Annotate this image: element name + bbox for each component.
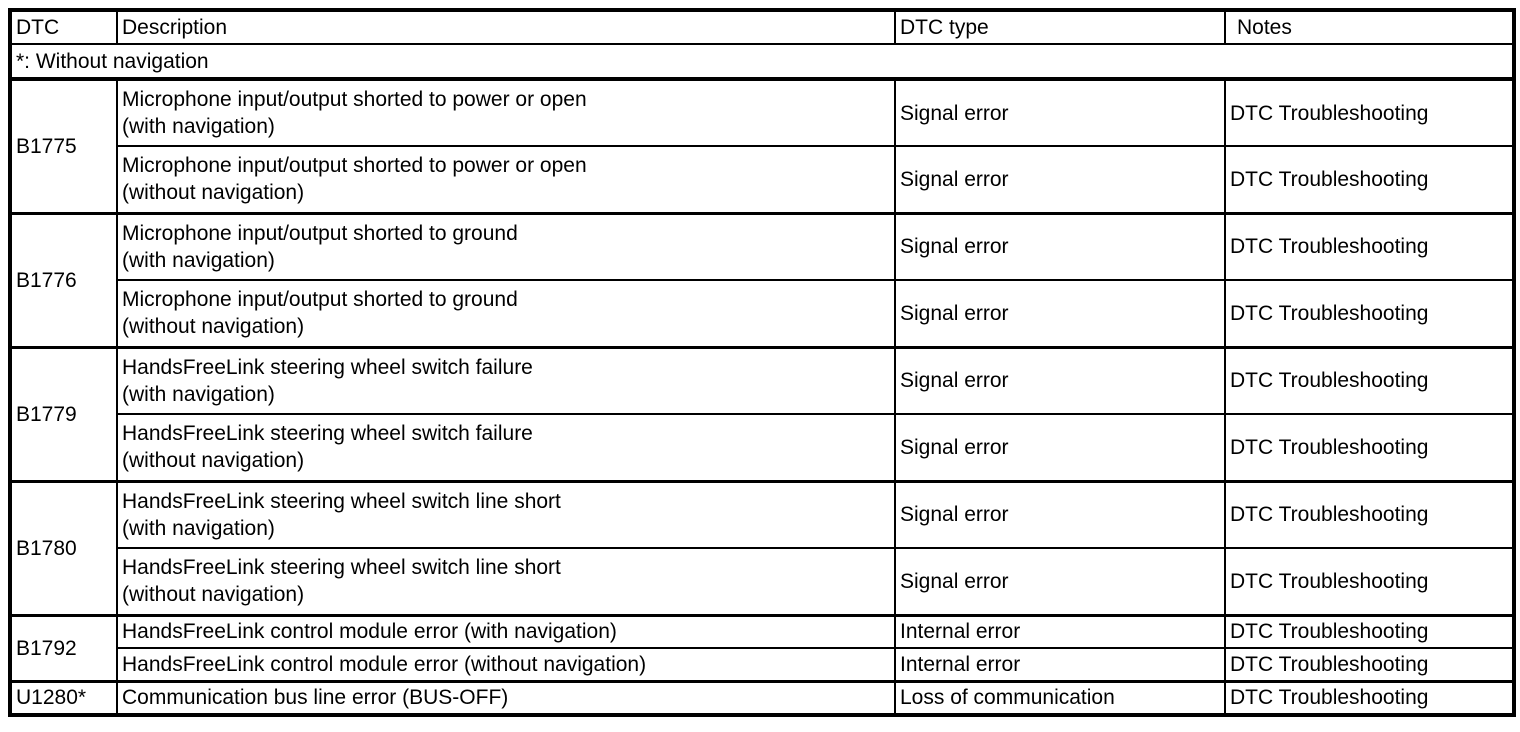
table-row: Microphone input/output shorted to groun… [10,279,1515,348]
dtc-type-cell: Signal error [894,279,1226,348]
dtc-type-cell: Internal error [894,647,1226,682]
table-row: B1776 Microphone input/output shorted to… [9,211,1515,348]
table-row: B1779 HandsFreeLink steering wheel switc… [9,345,1515,482]
col-header-dtc-type: DTC type [894,9,1226,45]
notes-cell: DTC Troubleshooting [1224,77,1515,147]
dtc-table: DTC Description DTC type Notes *: Withou… [8,8,1516,717]
description-cell: Microphone input/output shorted to groun… [116,279,896,348]
notes-cell: DTC Troubleshooting [1224,145,1515,214]
notes-cell: DTC Troubleshooting [1224,279,1515,348]
dtc-type-cell: Loss of communication [894,679,1226,716]
footnote-text: *: Without navigation [9,43,1515,81]
description-cell: HandsFreeLink steering wheel switch fail… [116,345,896,415]
table-row: B1775 Microphone input/output shorted to… [9,77,1515,214]
description-cell: HandsFreeLink control module error (with… [116,647,896,682]
description-cell: HandsFreeLink control module error (with… [116,613,896,649]
dtc-code-cell: B1779 [9,345,118,482]
dtc-code-cell: B1780 [9,479,118,616]
dtc-type-cell: Signal error [894,145,1226,214]
dtc-type-cell: Signal error [894,345,1226,415]
description-cell: Communication bus line error (BUS-OFF) [116,679,896,716]
col-header-dtc: DTC [9,9,118,45]
table-header-row: DTC Description DTC type Notes [9,9,1515,45]
description-cell: Microphone input/output shorted to groun… [116,211,896,281]
dtc-code-cell: B1792 [9,613,118,682]
dtc-code-cell: B1776 [9,211,118,348]
dtc-type-cell: Signal error [894,413,1226,482]
col-header-notes: Notes [1224,9,1515,45]
notes-cell: DTC Troubleshooting [1224,613,1515,649]
footnote-row: *: Without navigation [9,43,1515,81]
description-cell: HandsFreeLink steering wheel switch line… [116,547,896,616]
table-row: HandsFreeLink steering wheel switch fail… [10,413,1515,482]
dtc-type-cell: Signal error [894,77,1226,147]
table-row: B1780 HandsFreeLink steering wheel switc… [9,479,1515,616]
table-row: HandsFreeLink steering wheel switch line… [10,547,1515,616]
dtc-type-cell: Signal error [894,479,1226,549]
table-row: Microphone input/output shorted to power… [10,145,1515,214]
notes-cell: DTC Troubleshooting [1224,547,1515,616]
dtc-type-cell: Signal error [894,547,1226,616]
notes-cell: DTC Troubleshooting [1224,647,1515,682]
dtc-code-cell: B1775 [9,77,118,214]
table-row: B1792 HandsFreeLink control module error… [9,613,1515,682]
notes-cell: DTC Troubleshooting [1224,679,1515,716]
notes-cell: DTC Troubleshooting [1224,211,1515,281]
description-cell: HandsFreeLink steering wheel switch fail… [116,413,896,482]
description-cell: Microphone input/output shorted to power… [116,145,896,214]
description-cell: HandsFreeLink steering wheel switch line… [116,479,896,549]
table-row: HandsFreeLink control module error (with… [10,647,1515,682]
col-header-description: Description [116,9,896,45]
dtc-type-cell: Internal error [894,613,1226,649]
table-row: U1280* Communication bus line error (BUS… [9,679,1515,716]
notes-cell: DTC Troubleshooting [1224,413,1515,482]
dtc-code-cell: U1280* [9,679,118,716]
notes-cell: DTC Troubleshooting [1224,345,1515,415]
description-cell: Microphone input/output shorted to power… [116,77,896,147]
notes-cell: DTC Troubleshooting [1224,479,1515,549]
dtc-type-cell: Signal error [894,211,1226,281]
